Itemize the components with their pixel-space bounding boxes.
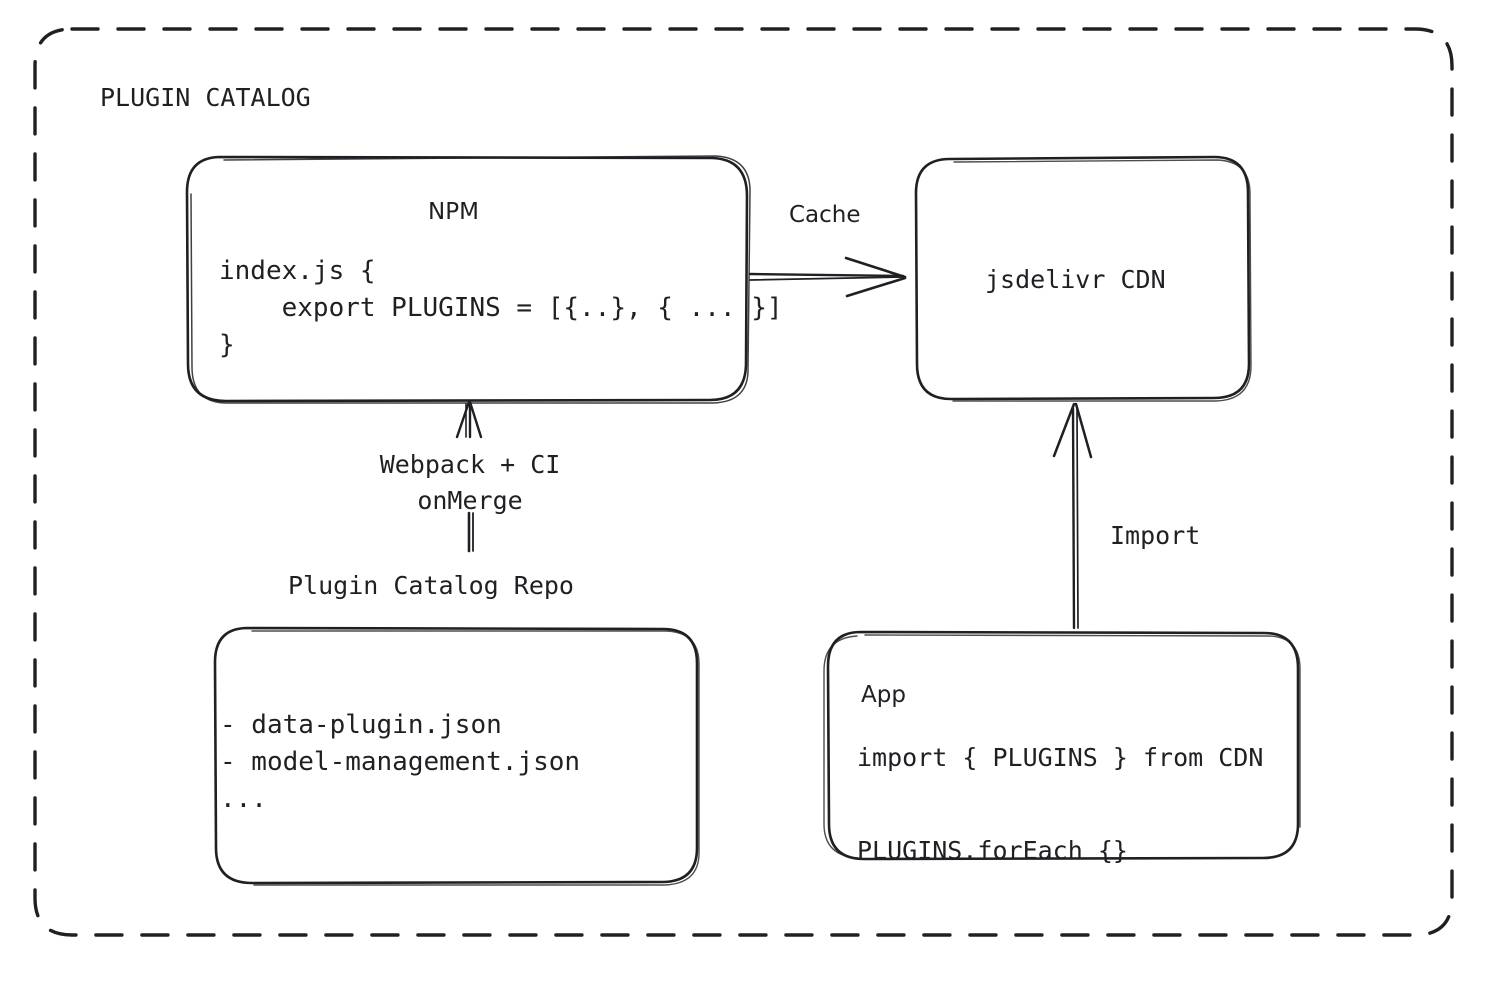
edge-label-import: Import xyxy=(1110,521,1201,550)
edge-label-webpack-ci: Webpack + CI onMerge xyxy=(379,450,561,515)
cdn-node-title: jsdelivr CDN xyxy=(985,265,1166,294)
app-node-title: App xyxy=(861,682,906,708)
repo-node-files: - data-plugin.json - model-management.js… xyxy=(220,710,581,814)
app-node-code: import { PLUGINS } from CDN PLUGINS.forE… xyxy=(857,743,1264,865)
npm-node-title: NPM xyxy=(428,199,479,225)
repo-node-caption: Plugin Catalog Repo xyxy=(288,571,574,600)
npm-node-code: index.js { export PLUGINS = [{..}, { ...… xyxy=(219,256,783,360)
arrow-app-to-cdn xyxy=(1052,402,1093,630)
page-title: PLUGIN CATALOG xyxy=(100,83,311,112)
edge-label-cache: Cache xyxy=(789,202,861,228)
